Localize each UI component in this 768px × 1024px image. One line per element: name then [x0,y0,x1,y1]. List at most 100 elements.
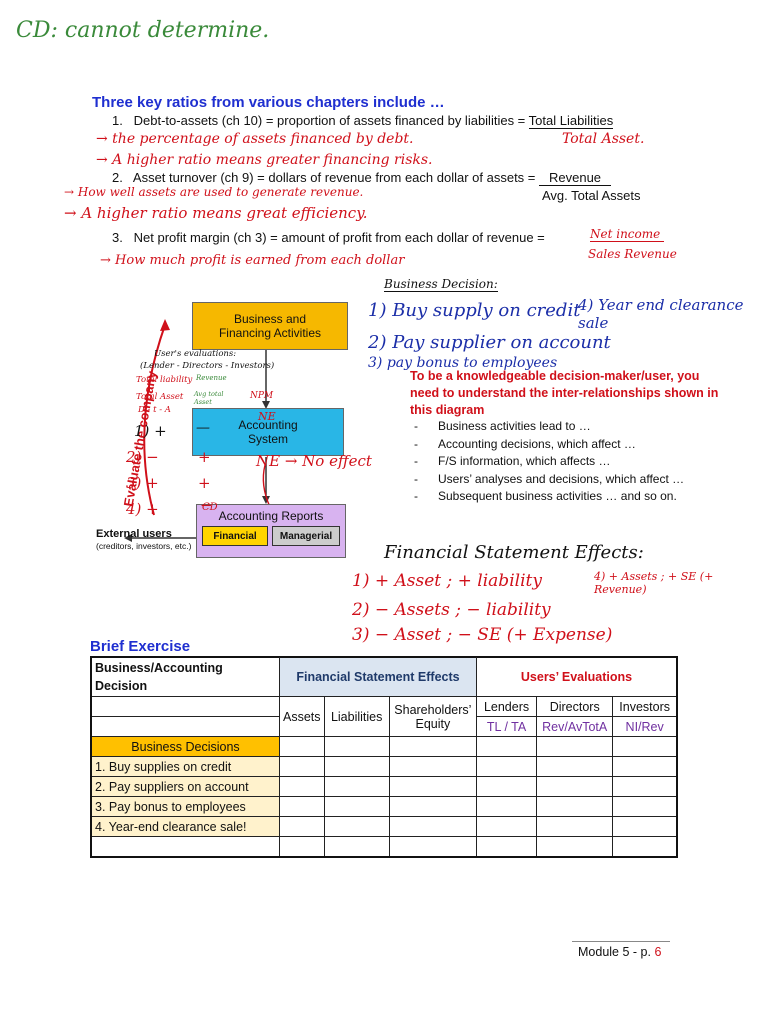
knowledge-bullet: -F/S information, which affects … [414,454,611,468]
ratio-3-note: → How much profit is earned from each do… [100,253,405,268]
knowledge-bullet-text: F/S information, which affects … [438,454,611,468]
mid-minus-2: − [200,496,213,514]
table-cell[interactable] [475,776,538,797]
business-decision-4: 4) Year end clearance sale [578,296,744,332]
table-row: 2. Pay suppliers on account [90,776,678,797]
mark-2: 2) − [126,448,159,466]
knowledge-intro: To be a knowledgeable decision-maker/use… [410,369,719,417]
ratio-1-note-2: → A higher ratio means greater financing… [96,152,433,168]
business-decision-2: 2) Pay supplier on account [368,332,611,353]
business-decision-3: 3) pay bonus to employees [368,355,558,371]
ratio-3-text: Net profit margin (ch 3) = amount of pro… [133,230,545,245]
total-liability-note: Total liability [136,375,193,385]
knowledge-bullet-text: Business activities lead to … [438,419,591,433]
table-cell[interactable] [90,696,280,717]
table-cell[interactable] [278,796,325,817]
footer-module-text: Module 5 - p. [578,945,655,959]
ratio-1-denominator: Total Asset. [562,131,645,147]
table-cell[interactable] [323,816,390,837]
ratio-2-numerator: Revenue [539,170,612,186]
knowledge-bullets: -Business activities lead to … -Accounti… [414,418,684,506]
ratio-2-text: Asset turnover (ch 9) = dollars of reven… [132,170,539,185]
mid-plus-1: + [198,448,211,466]
sub-lenders-header: Lenders [475,696,538,717]
decision-row-label: 1. Buy supplies on credit [90,756,280,777]
table-row: 3. Pay bonus to employees [90,796,678,817]
business-decisions-header: Business Decisions [90,736,280,757]
mark-3: 3) + [126,474,159,492]
table-cell[interactable] [278,836,325,858]
table-cell[interactable] [536,816,614,837]
table-cell[interactable] [536,756,614,777]
table-cell[interactable] [475,756,538,777]
table-cell[interactable] [612,796,678,817]
ratio-1-num: 1. [112,113,123,128]
table-cell[interactable] [323,736,390,757]
table-cell[interactable] [278,816,325,837]
financial-box: Financial [202,526,268,546]
table-cell[interactable] [278,756,325,777]
table-cell[interactable] [536,736,614,757]
knowledge-bullet-text: Users’ analyses and decisions, which aff… [438,471,685,486]
table-cell[interactable] [323,756,390,777]
footer-page-label: Module 5 - p. 6 [578,945,661,959]
knowledge-bullet-text: Accounting decisions, which affect … [438,436,636,451]
fse-title: Financial Statement Effects: [384,542,644,563]
table-cell[interactable] [612,756,678,777]
table-cell[interactable] [388,776,477,797]
table-cell[interactable] [90,716,280,737]
table-cell[interactable] [536,836,614,858]
table-cell[interactable] [388,756,477,777]
business-activities-box: Business and Financing Activities [192,302,348,350]
mid-plus-2: + [198,474,211,492]
table-row: Business Decisions [90,736,678,757]
table-cell[interactable] [475,836,538,858]
col-users-header: Users’ Evaluations [475,656,678,697]
ne-no-effect: NE → No effect [256,452,372,470]
decision-row-label: 2. Pay suppliers on account [90,776,280,797]
mid-minus: — [196,420,210,436]
table-cell[interactable] [388,836,477,858]
table-cell[interactable] [475,796,538,817]
knowledge-bullet-text: Subsequent business activities … and so … [438,489,677,503]
table-cell[interactable] [388,816,477,837]
table-cell[interactable] [475,736,538,757]
ratio-3: 3. Net profit margin (ch 3) = amount of … [112,230,545,245]
sub-directors-header: Directors [536,696,614,717]
accounting-reports-label: Accounting Reports [218,509,324,523]
table-cell[interactable] [475,816,538,837]
fse-3: 3) − Asset ; − SE (+ Expense) [352,625,613,645]
business-decision-1: 1) Buy supply on credit [368,300,581,321]
table-cell[interactable] [612,816,678,837]
table-cell[interactable] [278,736,325,757]
ratio-3-numerator: Net income [590,227,665,242]
table-row [90,836,678,858]
external-users-label: External users [96,528,172,540]
table-cell[interactable] [536,776,614,797]
col-fse-header: Financial Statement Effects [278,656,477,697]
ratio-1: 1. Debt-to-assets (ch 10) = proportion o… [112,113,614,129]
table-row: 1. Buy supplies on credit [90,756,678,777]
ratio-3-denominator: Sales Revenue [588,247,677,261]
total-asset-note: Total Asset [136,392,184,402]
revenue-note: Revenue [196,374,227,382]
knowledge-bullet: -Users’ analyses and decisions, which af… [414,471,685,486]
table-cell[interactable] [536,796,614,817]
table-cell[interactable] [323,836,390,858]
table-cell[interactable] [278,776,325,797]
ratio-1-text: Debt-to-assets (ch 10) = proportion of a… [133,113,529,128]
table-cell[interactable] [323,796,390,817]
business-activities-label: Business and Financing Activities [218,312,322,340]
table-cell[interactable] [388,796,477,817]
table-cell[interactable] [90,836,280,858]
knowledge-bullet: -Subsequent business activities … and so… [414,489,677,503]
table-cell[interactable] [612,736,678,757]
table-cell[interactable] [612,836,678,858]
business-decision-title: Business Decision: [384,277,498,292]
table-cell[interactable] [612,776,678,797]
col-decision-header: Business/Accounting Decision [90,656,280,697]
table-cell[interactable] [388,736,477,757]
fse-1: 1) + Asset ; + liability [352,571,542,591]
table-cell[interactable] [323,776,390,797]
sub-investors-header: Investors [612,696,678,717]
